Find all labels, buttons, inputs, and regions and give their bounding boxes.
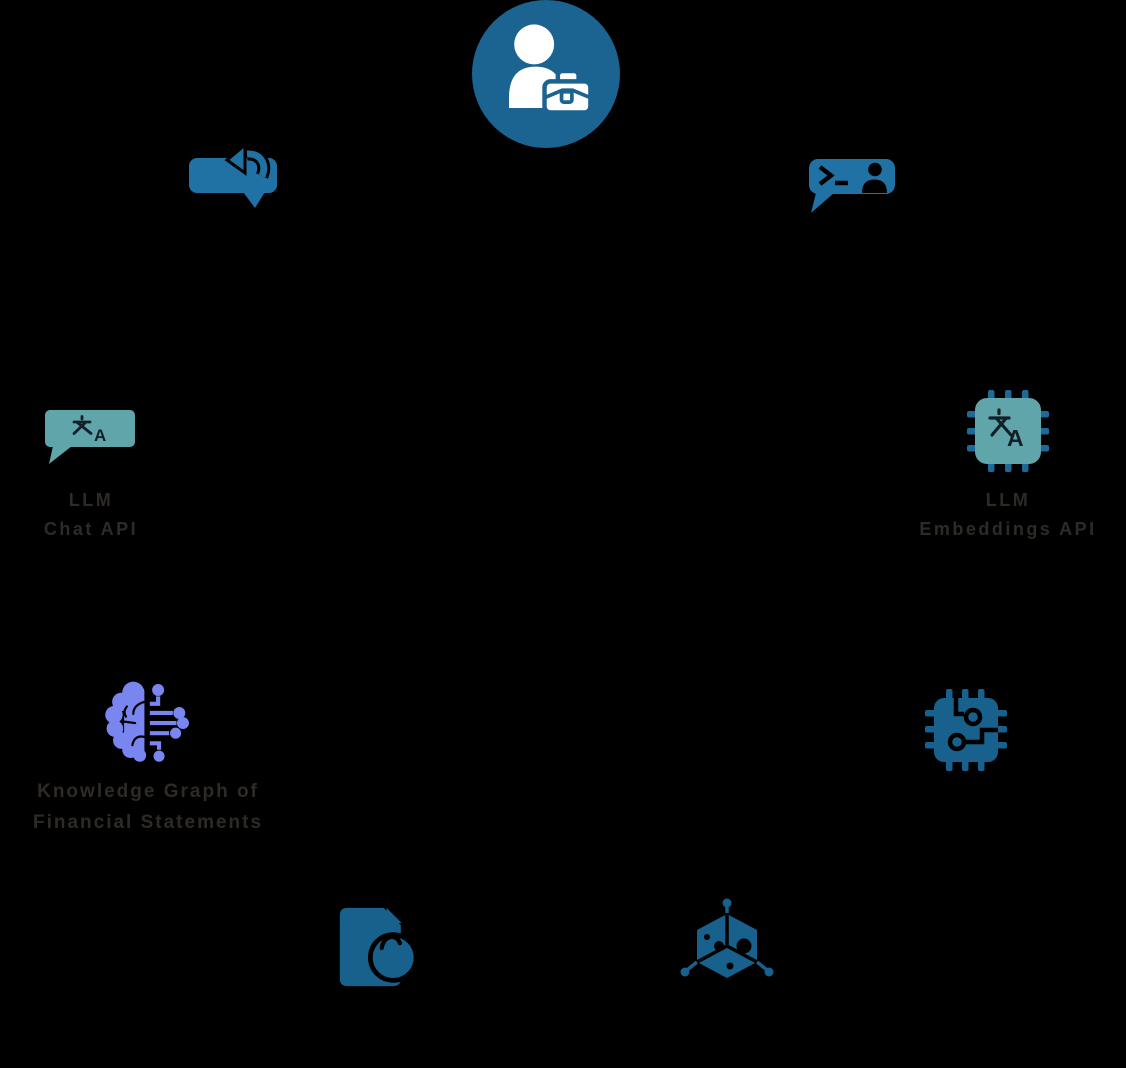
cube-dots [704, 934, 752, 970]
latin-a-glyph: A [94, 426, 106, 445]
document-ear-icon [336, 904, 419, 990]
ear-shape [367, 932, 419, 983]
chat-api-label-line1: LLM [68, 490, 114, 510]
chip-circuit-knockout [947, 698, 998, 752]
translate-chip-icon: A [966, 389, 1050, 473]
terminal-prompt-glyph [818, 165, 848, 186]
embeddings-api-label-line1: LLM [985, 490, 1031, 510]
brain-crevices [120, 700, 146, 747]
reply-speech-bubble-icon [185, 140, 280, 218]
cjk-wen-glyph [72, 415, 93, 435]
person-silhouette [862, 162, 887, 193]
knowledge-graph-label-line1: Knowledge Graph of [37, 781, 259, 802]
page-fold [386, 907, 402, 924]
vector-cube-icon [678, 898, 776, 992]
knowledge-graph-label: Knowledge Graph of Financial Statements [0, 776, 296, 838]
embeddings-api-label: LLM Embeddings API [888, 486, 1126, 544]
circuit-chip-icon [922, 686, 1010, 774]
translate-speech-bubble-icon: A [44, 409, 136, 465]
brain-circuit-icon [102, 678, 194, 770]
reply-arrowhead [224, 141, 247, 176]
business-user-icon [472, 0, 620, 148]
terminal-chat-bubble-icon [806, 156, 898, 216]
user-head [514, 24, 555, 65]
latin-a-glyph: A [1007, 425, 1024, 451]
ear-helix [379, 934, 403, 951]
embeddings-api-label-line2: Embeddings API [919, 519, 1097, 539]
chat-api-label: LLM Chat API [0, 486, 182, 544]
knowledge-graph-label-line2: Financial Statements [32, 812, 264, 833]
cjk-wen-glyph [988, 408, 1013, 437]
chat-api-label-line2: Chat API [43, 519, 139, 539]
briefcase [542, 68, 593, 115]
circuit-traces [149, 683, 189, 762]
